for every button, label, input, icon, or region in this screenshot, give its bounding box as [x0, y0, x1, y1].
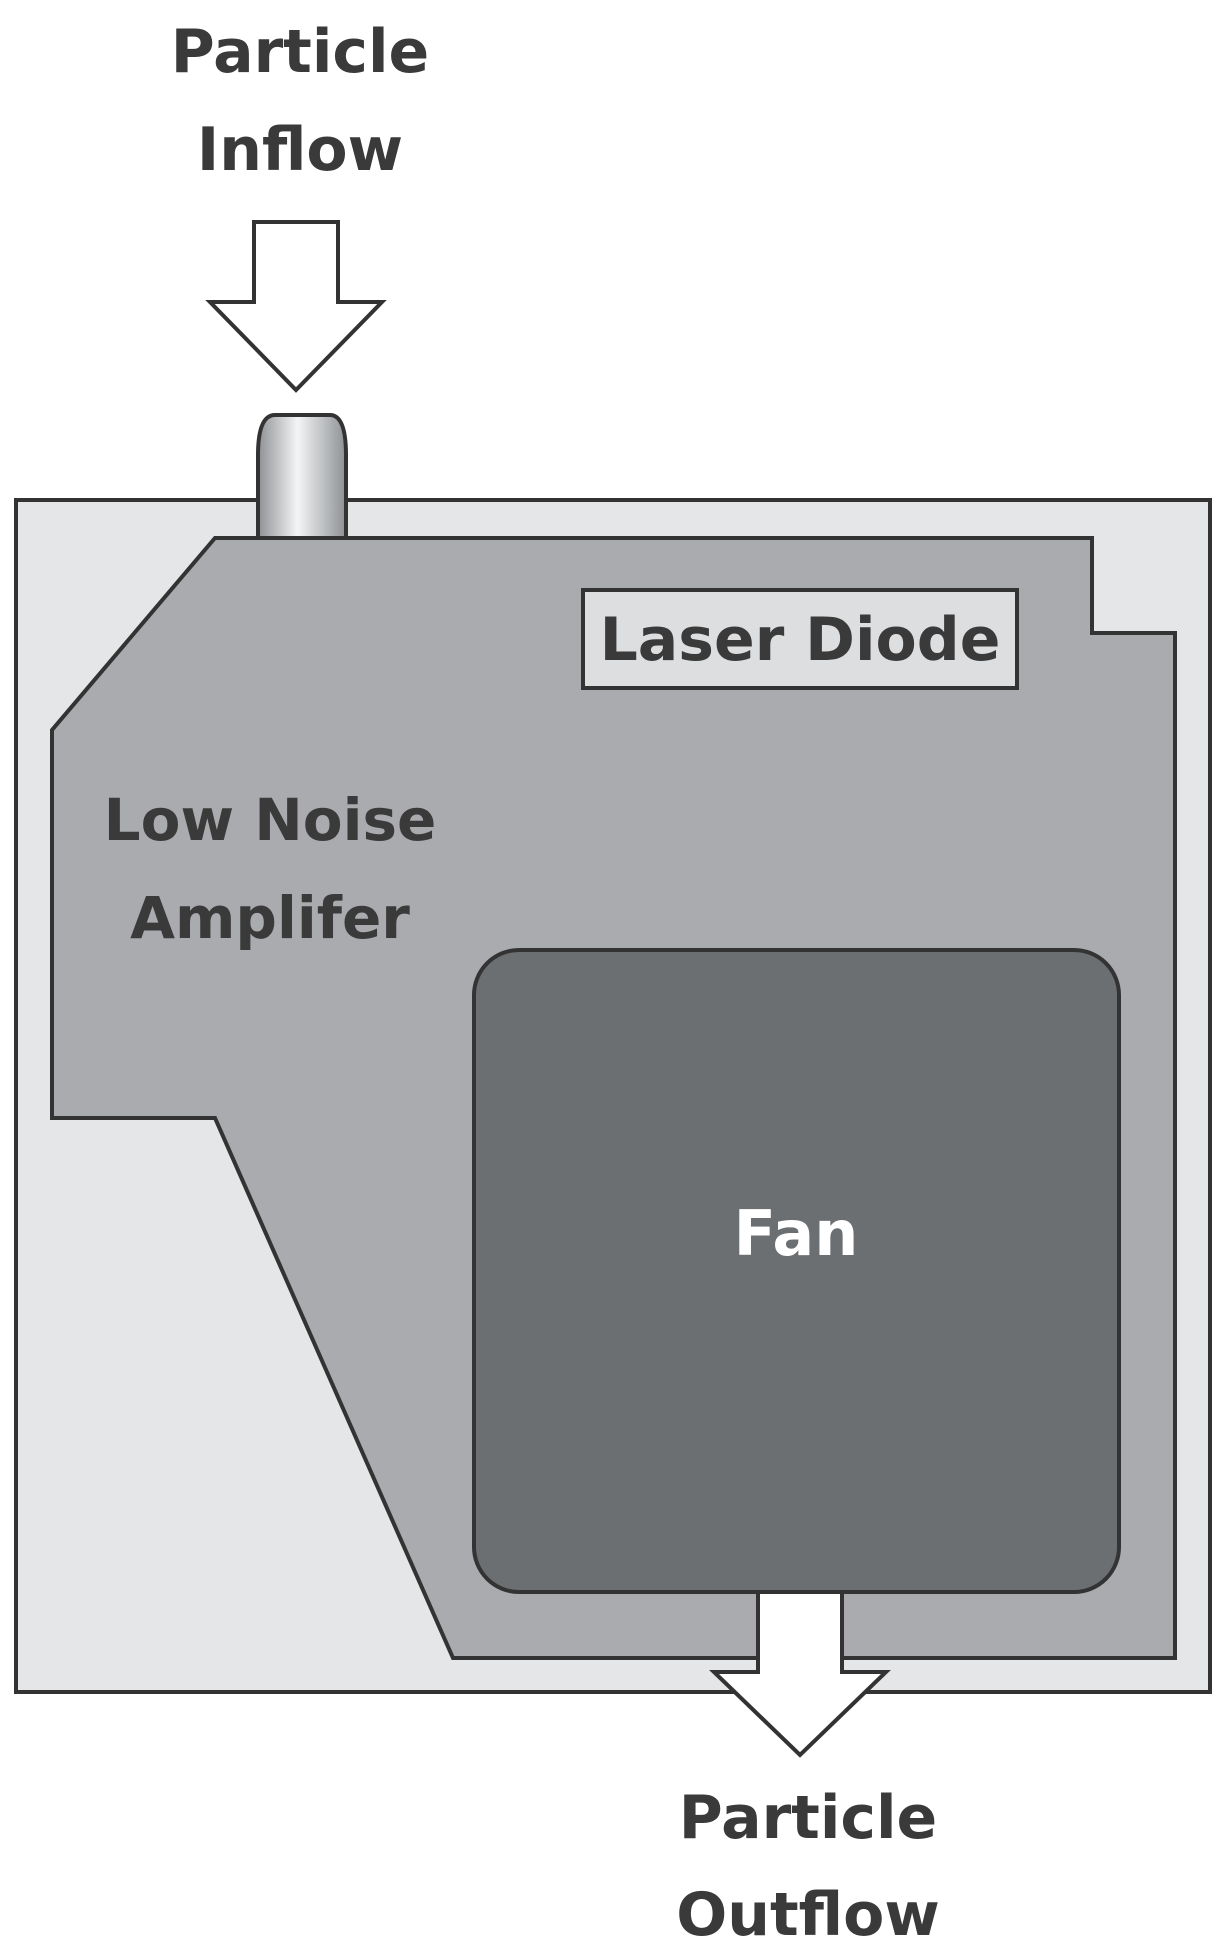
fan-box: [472, 948, 1121, 1594]
inlet-tube-icon: [256, 413, 348, 542]
lna-label-line2: Amplifer: [130, 884, 410, 952]
outflow-label-line2: Outflow: [676, 1880, 940, 1950]
outflow-label-line1: Particle: [679, 1783, 938, 1853]
laser-diode-box: [581, 588, 1019, 690]
laser-diode-label: Laser Diode: [600, 605, 1001, 675]
lna-label-line1: Low Noise: [104, 786, 437, 854]
fan-label: Fan: [734, 1197, 859, 1270]
inflow-arrow-icon: [205, 220, 387, 393]
inflow-label-line2: Inflow: [197, 115, 403, 185]
inflow-label-line1: Particle: [171, 17, 430, 87]
outflow-arrow-icon: [709, 1590, 891, 1758]
